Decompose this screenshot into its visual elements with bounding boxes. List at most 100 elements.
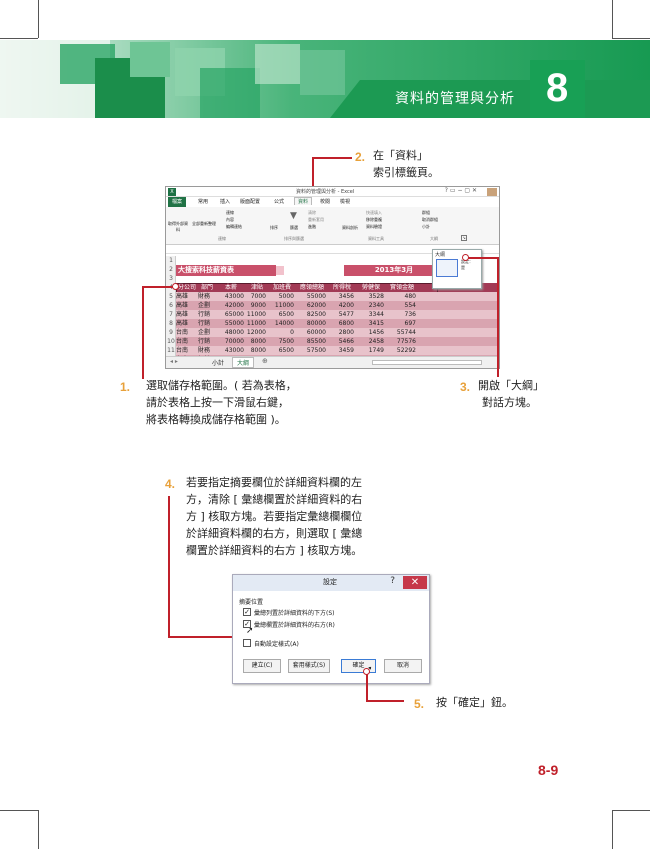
table-cell[interactable]: 8000 — [250, 347, 266, 354]
summary-columns-right-checkbox[interactable]: ✓ — [243, 620, 251, 628]
column-header[interactable]: 津貼 — [250, 284, 263, 291]
table-cell[interactable]: 80000 — [306, 320, 326, 327]
ungroup-button[interactable]: 取消群組 — [422, 217, 438, 222]
tab-review[interactable]: 校閱 — [320, 199, 331, 205]
table-cell[interactable]: 60000 — [306, 329, 326, 336]
table-cell[interactable]: 行銷 — [198, 311, 211, 318]
data-validation-button[interactable]: 資料驗證 — [366, 224, 382, 229]
advanced-button[interactable]: 進階 — [308, 224, 316, 229]
table-cell[interactable]: 77576 — [396, 338, 416, 345]
formula-bar[interactable] — [166, 245, 499, 254]
column-header[interactable]: 部門 — [200, 284, 213, 291]
row-number[interactable]: 8 — [169, 320, 173, 327]
table-cell[interactable]: 行銷 — [198, 320, 211, 327]
refresh-all-button[interactable]: 全部重新整理 — [192, 221, 216, 226]
tab-insert[interactable]: 插入 — [220, 199, 231, 205]
table-cell[interactable]: 5466 — [338, 338, 354, 345]
table-cell[interactable]: 高雄 — [176, 320, 189, 327]
table-cell[interactable]: 70000 — [224, 338, 244, 345]
table-cell[interactable]: 52292 — [396, 347, 416, 354]
summary-rows-below-checkbox[interactable]: ✓ — [243, 608, 251, 616]
clear-button[interactable]: 清除 — [308, 210, 316, 215]
table-cell[interactable]: 57500 — [306, 347, 326, 354]
table-cell[interactable]: 財務 — [198, 293, 211, 300]
date-cell[interactable]: 2013年3月 — [344, 265, 444, 276]
table-cell[interactable]: 4200 — [338, 302, 354, 309]
table-cell[interactable]: 1456 — [368, 329, 384, 336]
table-cell[interactable]: 3456 — [338, 293, 354, 300]
table-cell[interactable]: 6500 — [278, 311, 294, 318]
table-cell[interactable]: 85500 — [306, 338, 326, 345]
row-number[interactable]: 7 — [169, 311, 173, 318]
table-cell[interactable]: 行銷 — [198, 338, 211, 345]
create-button[interactable]: 建立(C) — [243, 659, 281, 673]
table-cell[interactable]: 43000 — [224, 293, 244, 300]
close-button[interactable]: ✕ — [403, 576, 427, 589]
filter-button[interactable]: 篩選 — [290, 225, 298, 230]
table-cell[interactable]: 2340 — [368, 302, 384, 309]
table-cell[interactable]: 3459 — [338, 347, 354, 354]
outline-dialog-launcher-icon[interactable]: ↘ — [461, 235, 467, 241]
tab-view[interactable]: 檢視 — [340, 199, 351, 205]
table-cell[interactable]: 2458 — [368, 338, 384, 345]
table-cell[interactable]: 台南 — [176, 347, 189, 354]
column-header[interactable]: 所得稅 — [332, 284, 351, 291]
table-cell[interactable]: 736 — [404, 311, 416, 318]
table-cell[interactable]: 82500 — [306, 311, 326, 318]
tab-formulas[interactable]: 公式 — [274, 199, 285, 205]
table-cell[interactable]: 5477 — [338, 311, 354, 318]
table-cell[interactable]: 8000 — [250, 338, 266, 345]
column-header[interactable]: 應領總額 — [299, 284, 324, 291]
table-cell[interactable]: 62000 — [306, 302, 326, 309]
table-cell[interactable]: 554 — [404, 302, 416, 309]
remove-duplicates-button[interactable]: 移除重複 — [366, 217, 382, 222]
table-cell[interactable]: 55744 — [396, 329, 416, 336]
row-number[interactable]: 5 — [169, 293, 173, 300]
cancel-button[interactable]: 取消 — [384, 659, 422, 673]
table-cell[interactable]: 55000 — [224, 320, 244, 327]
edit-links-button[interactable]: 編輯連結 — [226, 224, 242, 229]
row-number[interactable]: 9 — [169, 329, 173, 336]
apply-styles-button[interactable]: 套用樣式(S) — [288, 659, 330, 673]
column-header[interactable]: 加班費 — [272, 284, 291, 291]
summary-rows-below-label[interactable]: 彙總列置於詳細資料的下方(S) — [254, 610, 335, 617]
properties-button[interactable]: 內容 — [226, 217, 234, 222]
table-cell[interactable]: 1749 — [368, 347, 384, 354]
add-sheet-icon[interactable]: ⊕ — [262, 357, 268, 365]
table-cell[interactable]: 11000 — [274, 302, 294, 309]
row-number[interactable]: 6 — [169, 302, 173, 309]
row-number[interactable]: 2 — [169, 266, 173, 273]
tab-data[interactable]: 資料 — [294, 197, 313, 205]
tab-file[interactable]: 檔案 — [168, 197, 186, 207]
table-cell[interactable]: 43000 — [224, 347, 244, 354]
table-cell[interactable]: 台南 — [176, 338, 189, 345]
tab-home[interactable]: 常用 — [198, 199, 209, 205]
row-number[interactable]: 1 — [169, 257, 173, 264]
table-cell[interactable]: 企劃 — [198, 302, 211, 309]
sheet-nav-icon[interactable]: ◂ ▸ — [170, 358, 178, 365]
automatic-styles-checkbox[interactable] — [243, 639, 251, 647]
table-cell[interactable]: 3415 — [368, 320, 384, 327]
sheet-tab-outline[interactable]: 大綱 — [232, 357, 255, 368]
window-controls[interactable]: ? ▭ − ▢ ✕ — [444, 187, 477, 194]
sort-button[interactable]: 排序 — [270, 225, 278, 230]
row-number[interactable]: 3 — [169, 275, 173, 282]
row-number[interactable]: 4 — [169, 284, 173, 291]
avatar[interactable] — [487, 188, 497, 196]
table-cell[interactable]: 高雄 — [176, 293, 189, 300]
table-cell[interactable]: 42000 — [224, 302, 244, 309]
table-cell[interactable]: 7000 — [250, 293, 266, 300]
table-cell[interactable]: 55000 — [306, 293, 326, 300]
row-number[interactable]: 10 — [167, 338, 175, 345]
help-icon[interactable]: ? — [390, 576, 395, 586]
table-cell[interactable]: 3528 — [368, 293, 384, 300]
sheet-tab-subtotal[interactable]: 小計 — [212, 360, 225, 367]
table-cell[interactable]: 3344 — [368, 311, 384, 318]
horizontal-scrollbar[interactable] — [372, 360, 482, 365]
table-cell[interactable]: 11000 — [246, 320, 266, 327]
table-cell[interactable]: 台南 — [176, 329, 189, 336]
column-header[interactable]: 實領金額 — [389, 284, 414, 291]
automatic-styles-label[interactable]: 自動設定樣式(A) — [254, 641, 299, 648]
table-cell[interactable]: 11000 — [246, 311, 266, 318]
flash-fill-button[interactable]: 快速填入 — [366, 210, 382, 215]
